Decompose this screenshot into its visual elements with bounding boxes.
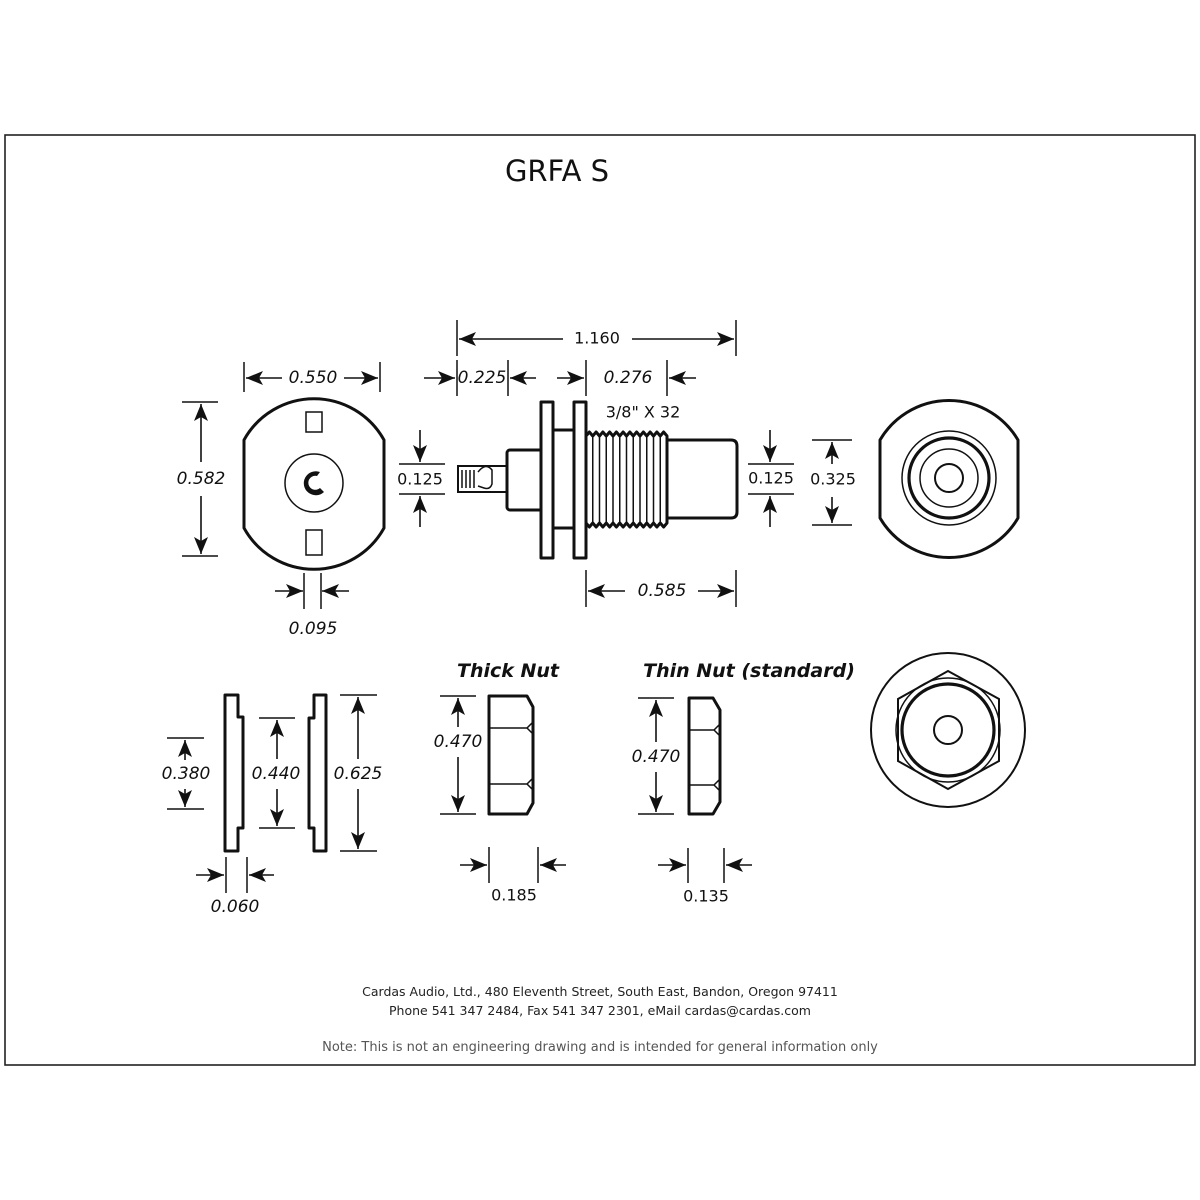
front-body-outline	[242, 397, 386, 571]
rear-body	[505, 448, 545, 512]
washers: 0.380 0.440 0.625 0.060	[162, 693, 383, 917]
center-pin-socket	[303, 471, 324, 496]
flange-spacer	[551, 428, 577, 530]
rear-view	[878, 399, 1020, 559]
bottom-slot	[305, 529, 323, 556]
dim-barrel-length: 0.585	[638, 581, 687, 601]
thick-nut: Thick Nut 0.470 0.185	[434, 660, 566, 905]
dim-front-height: 0.582	[177, 469, 226, 489]
side-view: 3/8" X 32 1.160 0.225 0.276 0.125 0.585	[397, 320, 856, 607]
hex-nut-outline	[897, 669, 1000, 791]
dim-slot-width: 0.095	[289, 619, 338, 639]
footer-note: Note: This is not an engineering drawing…	[322, 1040, 878, 1055]
insulator-ring	[284, 453, 344, 513]
dim-front-width: 0.550	[289, 368, 338, 388]
dim-thread-length: 0.276	[604, 368, 653, 388]
dim-washer-middle: 0.440	[252, 764, 301, 784]
footer-address: Cardas Audio, Ltd., 480 Eleventh Street,…	[362, 984, 838, 999]
washer-outline	[870, 652, 1026, 808]
dim-hole-diameter: 0.125	[748, 469, 794, 488]
washer-1	[223, 693, 245, 853]
drawing-frame	[4, 134, 1196, 1066]
dim-washer-thickness: 0.060	[211, 897, 260, 917]
rear-body-outline	[878, 399, 1020, 559]
thin-nut: Thin Nut (standard) 0.470 0.135	[632, 660, 855, 906]
footer-contact: Phone 541 347 2484, Fax 541 347 2301, eM…	[389, 1003, 811, 1018]
thread-spec: 3/8" X 32	[606, 403, 681, 422]
thin-nut-label: Thin Nut (standard)	[643, 660, 855, 682]
dim-thick-nut-height: 0.470	[434, 732, 483, 752]
dim-thick-nut-width: 0.185	[491, 886, 537, 905]
pin-cup	[461, 465, 493, 490]
dim-pin-diameter: 0.125	[397, 470, 443, 489]
thick-nut-label: Thick Nut	[457, 660, 560, 682]
nut-front-view	[870, 652, 1026, 808]
flange-2	[572, 400, 588, 560]
dim-thin-nut-width: 0.135	[683, 887, 729, 906]
dim-washer-outer: 0.625	[334, 764, 383, 784]
dim-pin-length: 0.225	[458, 368, 507, 388]
dim-thin-nut-height: 0.470	[632, 747, 681, 767]
dim-barrel-diameter: 0.325	[810, 470, 856, 489]
rca-socket-hole	[934, 463, 964, 493]
dim-washer-inner: 0.380	[162, 764, 211, 784]
flange-1	[539, 400, 555, 560]
washer-2	[307, 693, 328, 853]
dim-overall-length: 1.160	[574, 329, 620, 348]
top-slot	[305, 411, 323, 433]
drawing-title: GRFA S	[505, 154, 609, 188]
front-view: 0.550 0.582 0.095	[177, 362, 386, 639]
barrel	[665, 438, 739, 520]
